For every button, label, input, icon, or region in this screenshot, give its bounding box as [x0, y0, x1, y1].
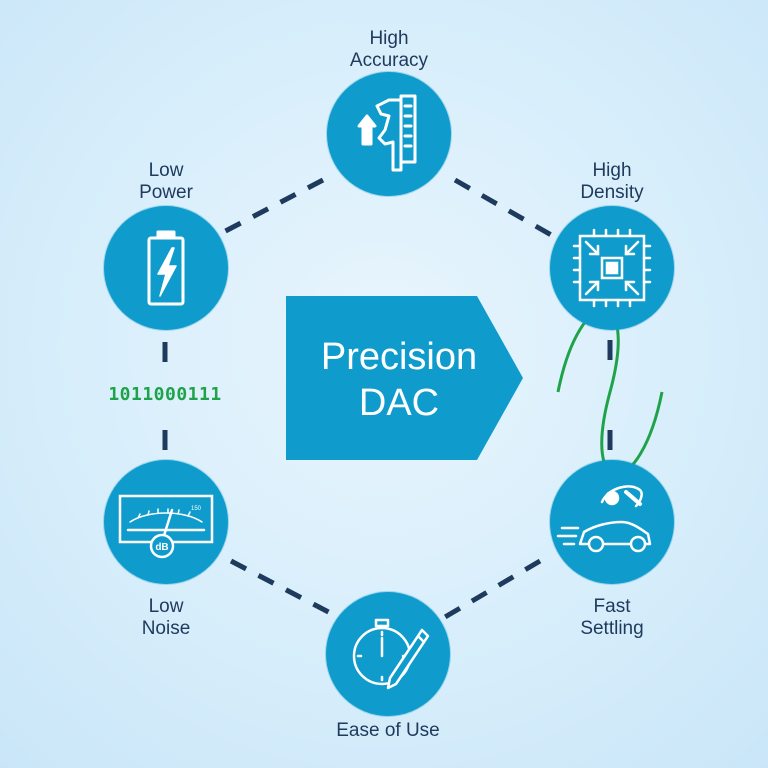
label-high-density-line2: Density — [580, 182, 644, 203]
center-title: Precision DAC — [286, 334, 512, 426]
binary-code: 1011000111 — [108, 384, 222, 405]
center-title-line2: DAC — [358, 382, 440, 424]
label-high-density: High Density — [542, 160, 682, 204]
label-low-noise-line1: Low — [148, 596, 184, 617]
center-arrow-shape — [286, 296, 523, 460]
race-car-icon — [556, 485, 652, 553]
node-high-accuracy — [327, 72, 451, 196]
label-high-accuracy: High Accuracy — [319, 28, 459, 72]
label-high-density-line1: High — [592, 160, 632, 181]
db-meter-scale: 150 — [191, 506, 202, 512]
battery-bolt-icon — [147, 230, 185, 306]
db-meter-label: dB — [155, 542, 168, 553]
label-high-accuracy-line2: Accuracy — [349, 50, 429, 71]
label-ease-of-use: Ease of Use — [300, 720, 476, 742]
node-ease-of-use — [326, 592, 450, 716]
label-ease-of-use-line1: Ease of Use — [336, 720, 440, 741]
node-low-power — [104, 206, 228, 330]
label-low-power-line1: Low — [148, 160, 184, 181]
label-high-accuracy-line1: High — [369, 28, 409, 49]
label-low-power-line2: Power — [139, 182, 193, 203]
connector-top-left — [214, 177, 325, 239]
label-low-noise-line2: Noise — [141, 618, 191, 639]
node-fast-settling — [550, 460, 674, 584]
label-low-noise: Low Noise — [96, 596, 236, 640]
connector-top-right — [453, 177, 555, 239]
caliper-icon — [357, 94, 417, 172]
chip-compress-icon — [572, 228, 652, 308]
label-fast-settling-line2: Settling — [580, 618, 644, 639]
stopwatch-pen-icon — [352, 618, 430, 690]
label-fast-settling: Fast Settling — [542, 596, 682, 640]
node-high-density — [550, 206, 674, 330]
db-meter-icon: dB 150 — [118, 494, 214, 559]
center-title-line1: Precision — [320, 336, 478, 378]
connector-bottom-left — [229, 558, 340, 620]
label-fast-settling-line1: Fast — [593, 596, 631, 617]
label-low-power: Low Power — [96, 160, 236, 204]
node-low-noise: dB 150 — [104, 460, 228, 584]
